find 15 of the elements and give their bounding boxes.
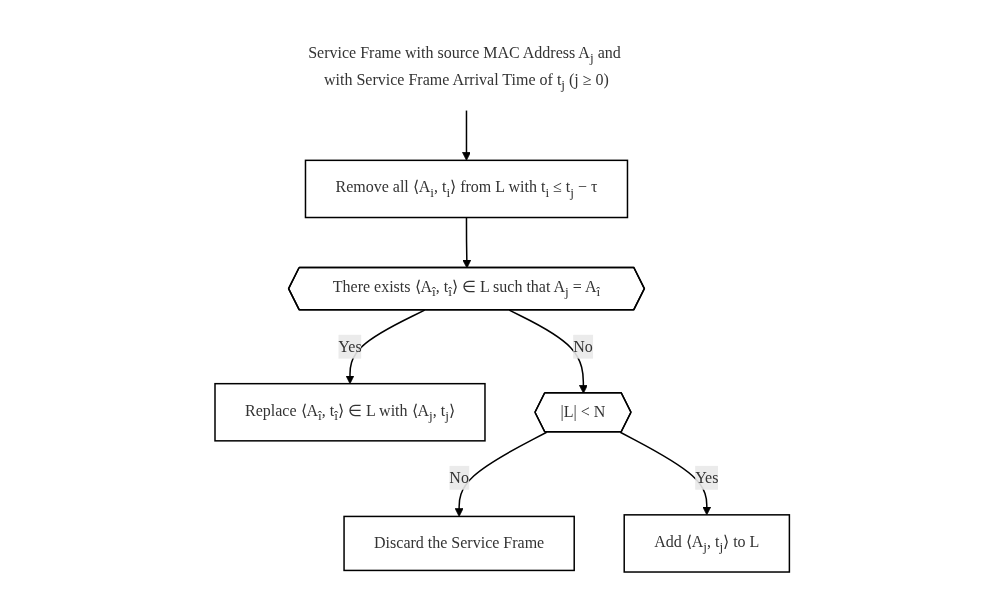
node-box: Discard the Service Frame bbox=[343, 516, 575, 572]
node-box: Replace ⟨A$_{î}$, t$_{î}$⟩ ∈ L with ⟨A$_{j}$, t$_{j}$⟩ bbox=[214, 383, 486, 443]
arrow bbox=[454, 432, 548, 518]
arrow bbox=[462, 217, 471, 269]
arrow bbox=[508, 309, 588, 395]
edge-label: No bbox=[572, 338, 593, 356]
edge-label: Yes bbox=[338, 338, 362, 356]
arrow bbox=[619, 432, 711, 516]
arrow bbox=[461, 110, 471, 162]
arrow bbox=[345, 309, 426, 385]
node-box: Remove all ⟨A$_{i}$, t$_{i}$⟩ from L with t$_{i}$ ≤ t$_{j}$ − τ bbox=[304, 160, 628, 219]
node-text: Service Frame with source MAC Address A$_{j}$ and with Service Frame Arrival Time of t$_{j}$ (j ≥ 0) bbox=[308, 44, 621, 93]
edge-label: No bbox=[449, 469, 469, 487]
edge-label: Yes bbox=[694, 469, 719, 487]
node-box: Add ⟨A$_{j}$, t$_{j}$⟩ to L bbox=[623, 514, 790, 574]
